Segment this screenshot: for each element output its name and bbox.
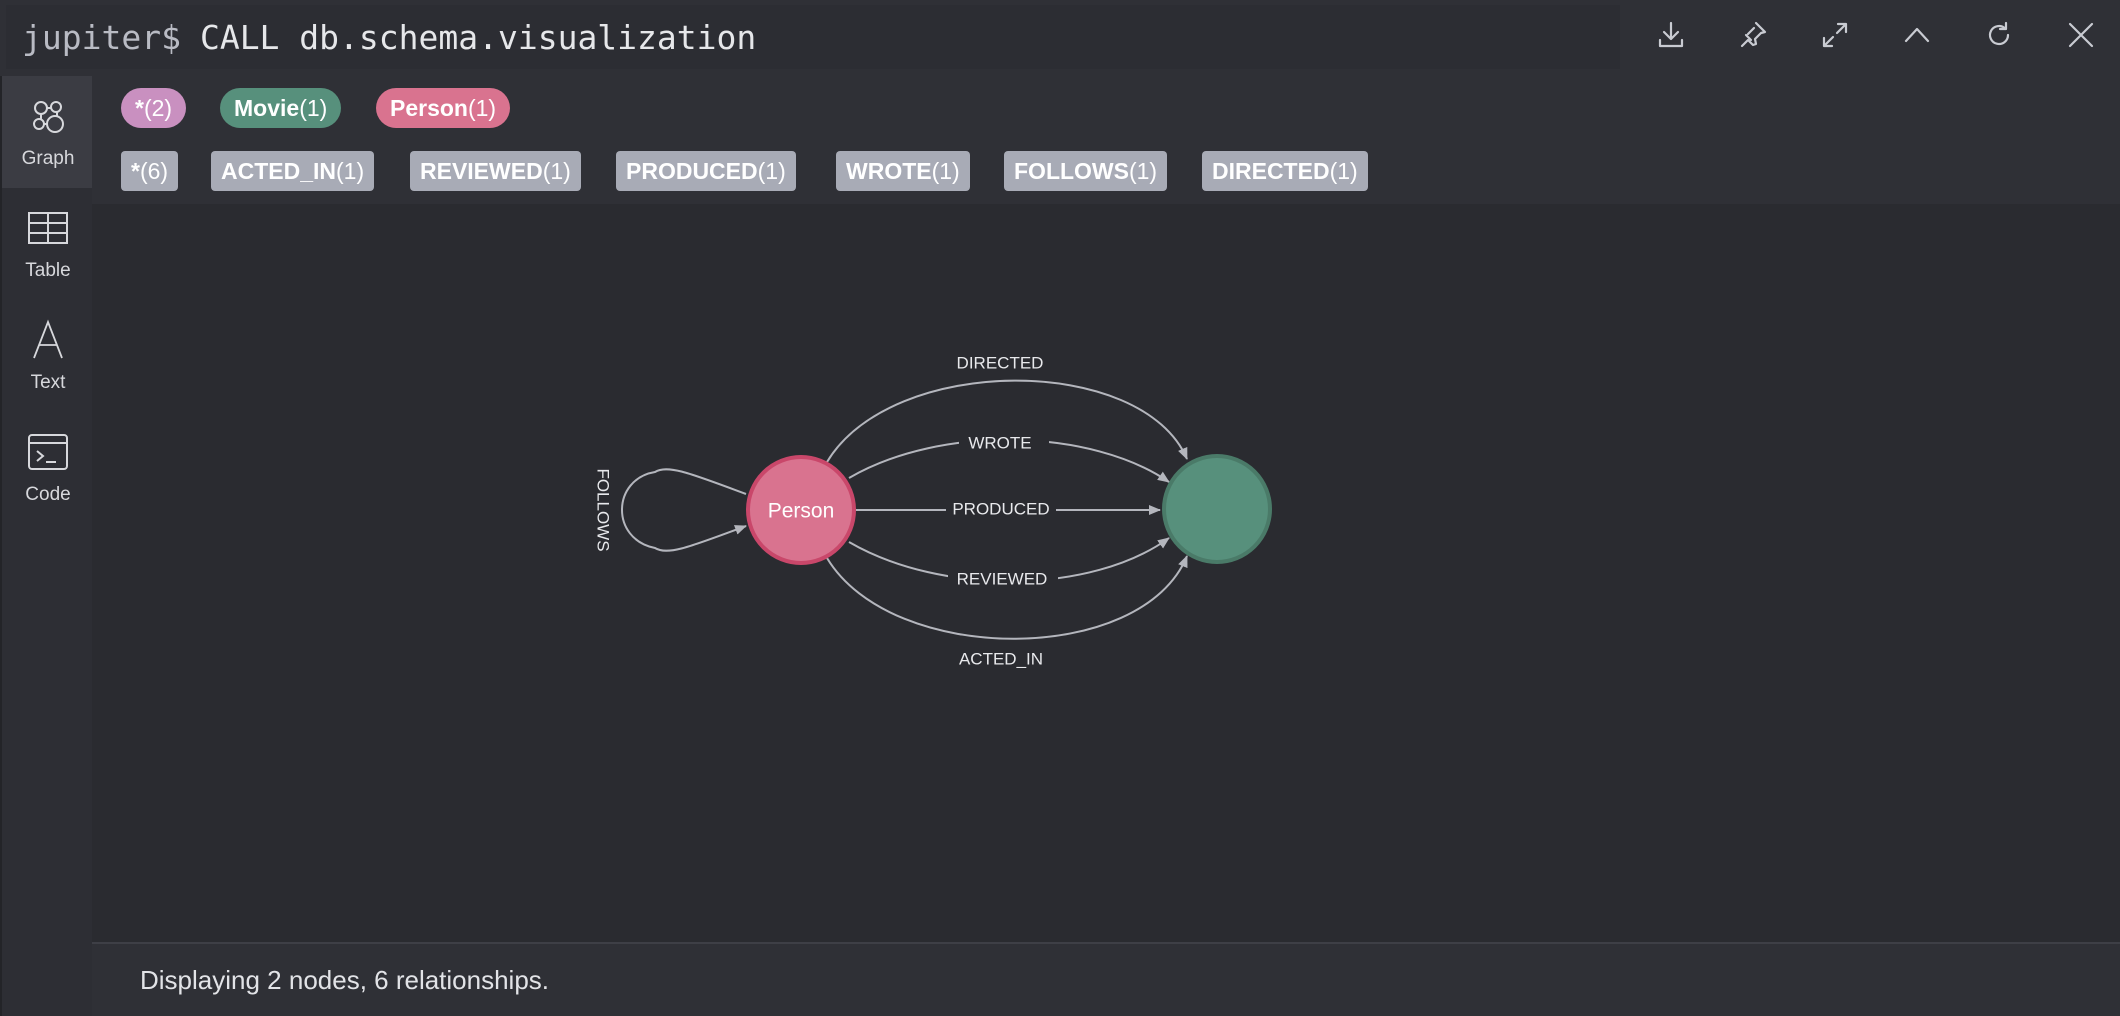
download-button[interactable] (1630, 0, 1712, 70)
graph-svg[interactable]: DIRECTED WROTE PRODUCED REVIEWED ACTED_I… (92, 204, 2120, 942)
graph-legend: *(2) Movie(1) Person(1) *(6) ACTED_IN(1)… (92, 76, 2120, 204)
label-name: Person (390, 94, 468, 121)
rel-count: (1) (1329, 157, 1358, 184)
fullscreen-button[interactable] (1794, 0, 1876, 70)
label-name: * (135, 94, 144, 121)
download-icon (1658, 21, 1684, 48)
label-count: (1) (299, 94, 328, 121)
node-person[interactable]: Person (746, 455, 856, 565)
close-icon (2068, 22, 2094, 48)
rel-count: (1) (931, 157, 960, 184)
nav-table-label: Table (25, 260, 71, 281)
rel-count: (1) (757, 157, 786, 184)
label-count: (2) (143, 94, 173, 121)
nav-code-label: Code (25, 484, 71, 505)
rel-name: FOLLOWS (1014, 157, 1129, 184)
table-icon (28, 212, 68, 244)
legend-label-person[interactable]: Person(1) (376, 88, 511, 128)
code-icon (28, 434, 68, 470)
edge-acted-in[interactable] (826, 555, 1188, 640)
legend-label-all[interactable]: *(2) (121, 88, 187, 128)
legend-rel-directed[interactable]: DIRECTED(1) (1202, 151, 1368, 191)
cypher-prompt: jupiter$ (22, 17, 181, 57)
pin-icon (1740, 21, 1767, 48)
rel-name: ACTED_IN (221, 157, 337, 184)
node-movie[interactable] (1162, 454, 1272, 564)
nav-table[interactable]: Table (2, 188, 94, 300)
edge-label-produced: PRODUCED (952, 499, 1049, 518)
nav-text-label: Text (30, 372, 66, 393)
legend-rel-follows[interactable]: FOLLOWS(1) (1004, 151, 1168, 191)
rerun-button[interactable] (1958, 0, 2040, 70)
pin-button[interactable] (1712, 0, 1794, 70)
edge-label-acted-in: ACTED_IN (959, 649, 1043, 668)
legend-rel-produced[interactable]: PRODUCED(1) (616, 151, 796, 191)
collapse-up-icon (1904, 27, 1930, 43)
rel-name: WROTE (846, 157, 932, 184)
rel-count: (1) (1128, 157, 1158, 184)
rel-count: (6) (139, 157, 169, 184)
cypher-query[interactable]: CALL db.schema.visualization (199, 17, 757, 57)
legend-rel-reviewed[interactable]: REVIEWED(1) (410, 151, 581, 191)
legend-label-movie[interactable]: Movie(1) (220, 88, 342, 128)
rerun-icon (1988, 21, 2010, 46)
rel-name: REVIEWED (420, 157, 543, 184)
view-switcher: Graph Table Text Code (0, 76, 94, 1016)
edge-label-wrote: WROTE (968, 433, 1031, 452)
legend-rel-wrote[interactable]: WROTE(1) (836, 151, 970, 191)
frame-actions (1630, 0, 2120, 70)
nav-code[interactable]: Code (2, 412, 94, 524)
rel-count: (1) (336, 157, 365, 184)
legend-rel-acted-in[interactable]: ACTED_IN(1) (211, 151, 375, 191)
node-person-caption: Person (768, 500, 835, 523)
frame-header: jupiter$ CALL db.schema.visualization (0, 0, 2120, 76)
nav-text[interactable]: Text (2, 300, 94, 412)
legend-rel-all[interactable]: *(6) (121, 151, 179, 191)
status-bar: Displaying 2 nodes, 6 relationships. (92, 942, 2120, 1016)
edge-label-follows: FOLLOWS (594, 468, 613, 551)
edge-follows[interactable] (621, 468, 747, 552)
graph-canvas[interactable]: DIRECTED WROTE PRODUCED REVIEWED ACTED_I… (92, 204, 2120, 942)
rel-count: (1) (542, 157, 571, 184)
nav-graph-label: Graph (21, 148, 75, 169)
command-bar[interactable]: jupiter$ CALL db.schema.visualization (6, 5, 1620, 69)
rel-name: PRODUCED (626, 157, 758, 184)
text-icon (33, 319, 63, 359)
edge-label-reviewed: REVIEWED (957, 569, 1048, 588)
close-button[interactable] (2040, 0, 2120, 70)
edge-directed[interactable] (826, 379, 1188, 463)
collapse-button[interactable] (1876, 0, 1958, 70)
expand-icon (1822, 22, 1848, 48)
status-text: Displaying 2 nodes, 6 relationships. (140, 964, 550, 995)
rel-name: DIRECTED (1212, 157, 1330, 184)
edge-label-directed: DIRECTED (957, 353, 1044, 372)
rel-name: * (131, 157, 140, 184)
graph-icon (33, 101, 64, 133)
nav-graph[interactable]: Graph (2, 76, 94, 188)
label-count: (1) (467, 94, 497, 121)
label-name: Movie (234, 94, 300, 121)
